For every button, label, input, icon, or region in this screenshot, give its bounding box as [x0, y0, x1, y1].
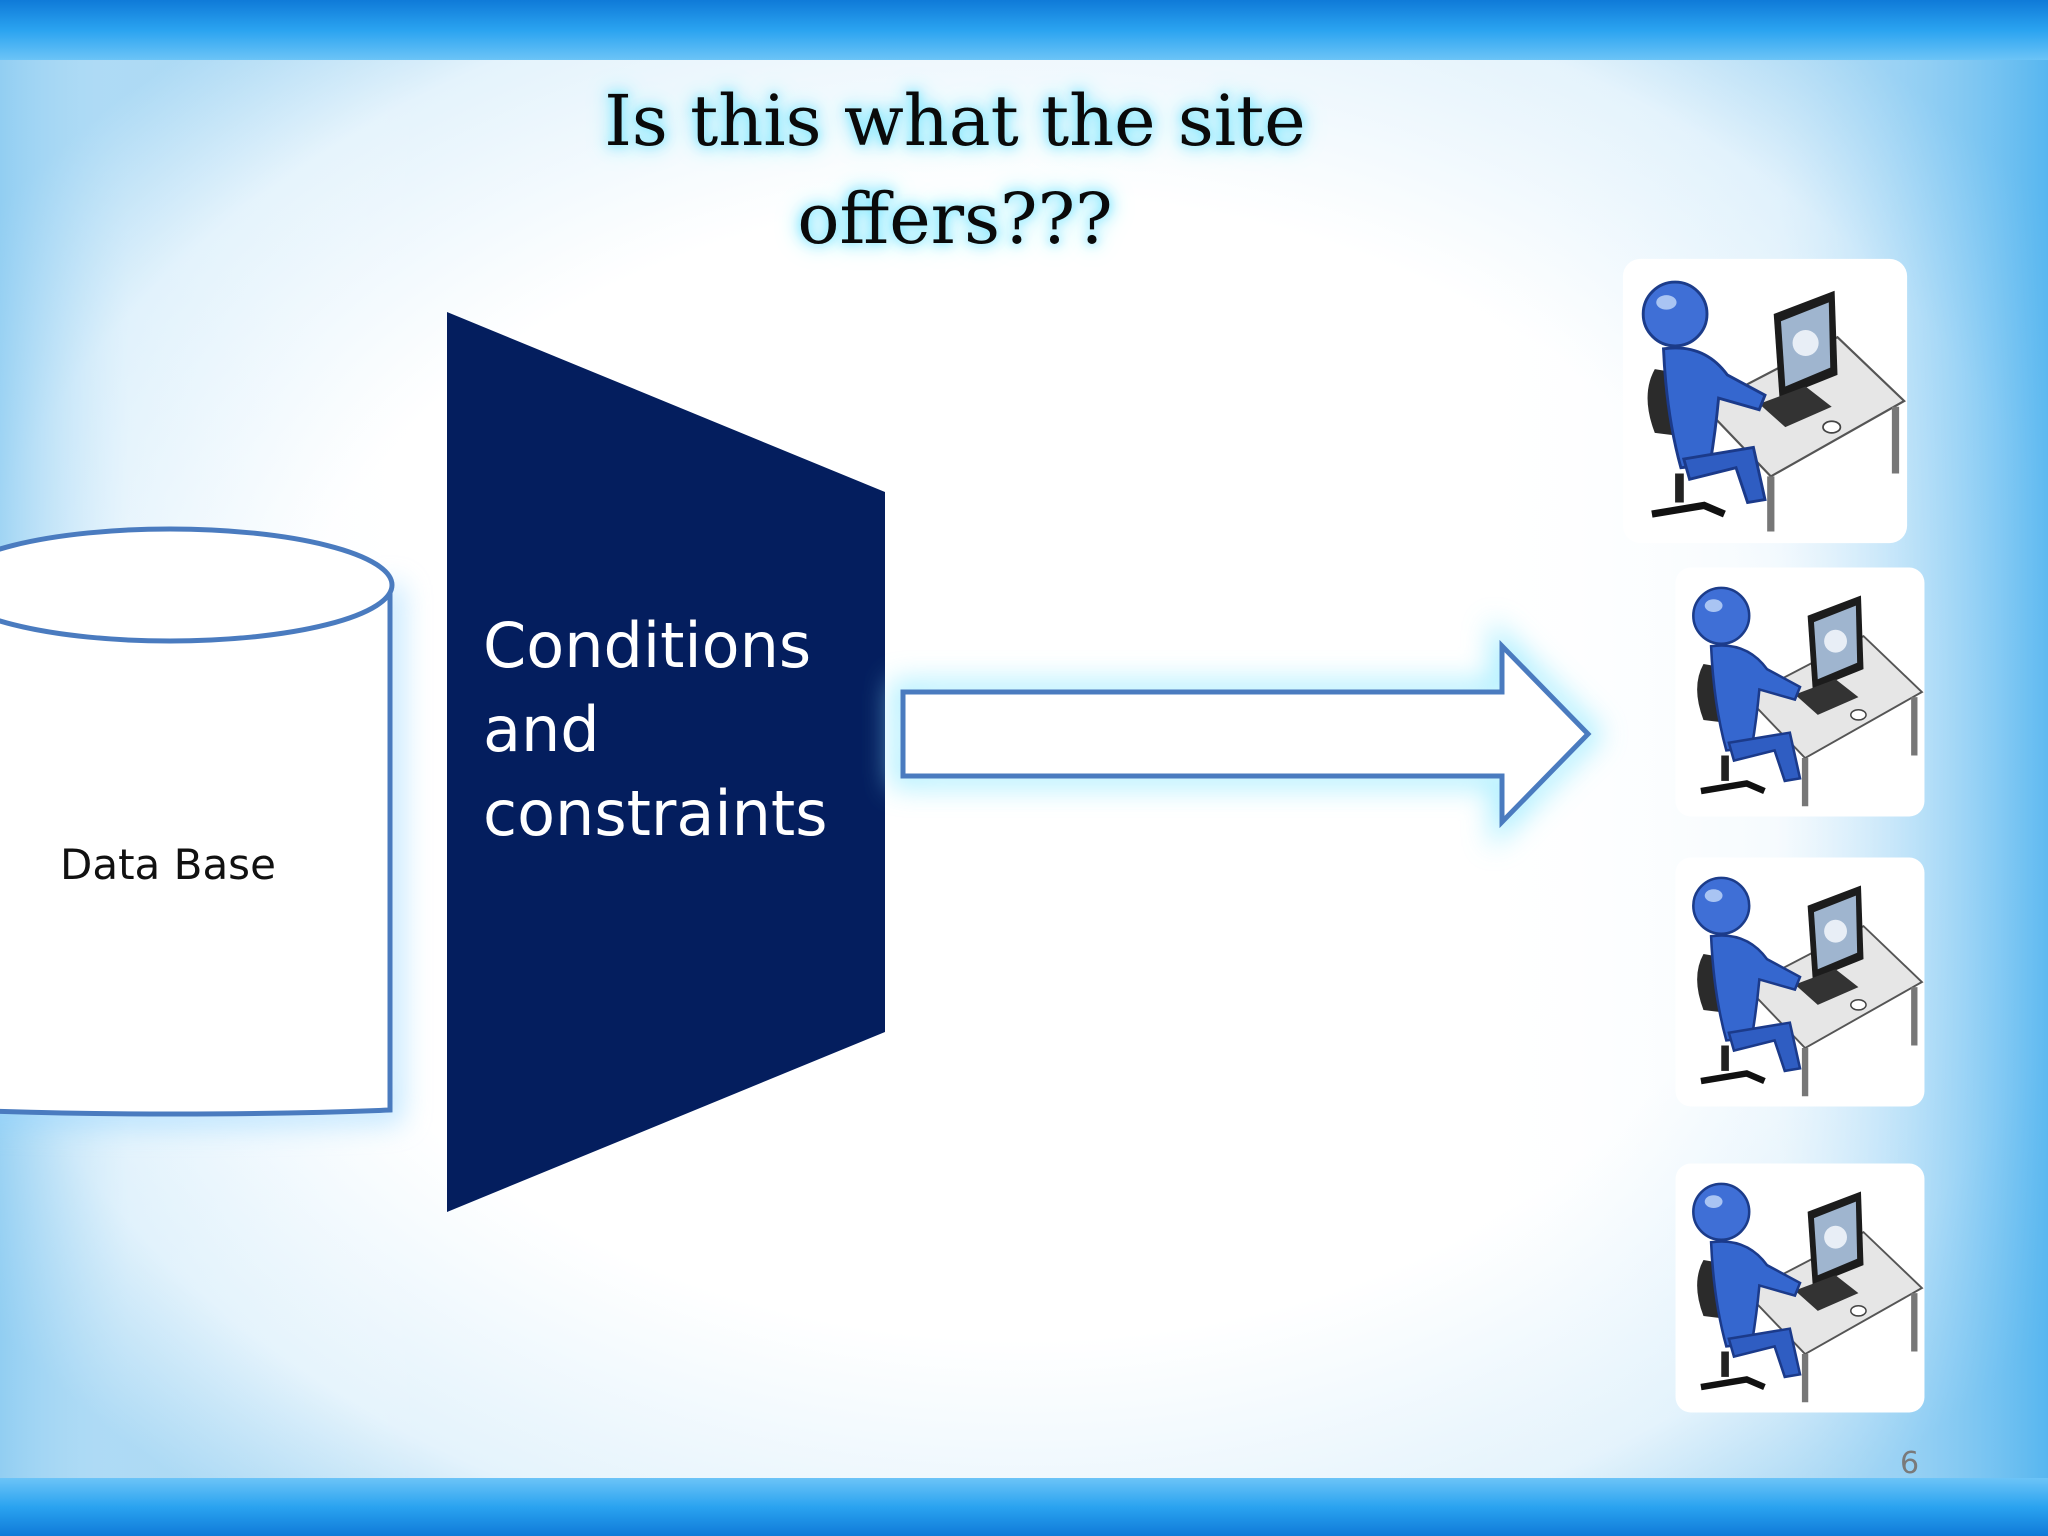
- database-cylinder: [0, 526, 403, 1128]
- user-at-computer-icon: [1675, 857, 1925, 1107]
- user-at-computer-icon: [1622, 258, 1908, 544]
- slide-title: Is this what the site offers???: [604, 80, 1306, 260]
- top-band: [0, 0, 2048, 60]
- conditions-funnel: [447, 312, 885, 1212]
- user-at-computer-icon: [1675, 567, 1925, 817]
- conditions-label: Conditions and constraints: [483, 609, 828, 850]
- database-label: Data Base: [60, 840, 276, 889]
- page-number: 6: [1900, 1446, 1920, 1481]
- user-at-computer-icon: [1675, 1163, 1925, 1413]
- bottom-band: [0, 1478, 2048, 1536]
- arrow-to-users: [892, 619, 1604, 849]
